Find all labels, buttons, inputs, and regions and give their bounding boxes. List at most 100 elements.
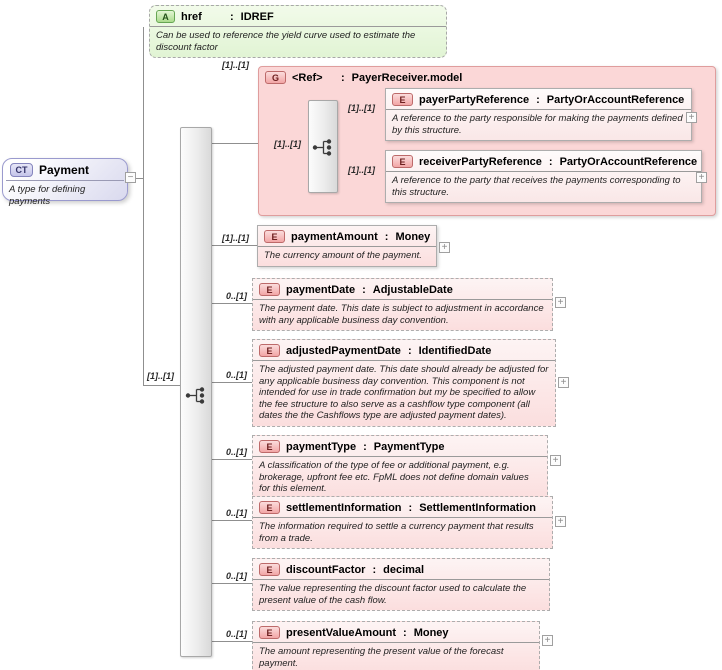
sequence-icon <box>312 139 332 156</box>
attribute-badge: A <box>156 10 175 23</box>
cardinality-label: [1]..[1] <box>147 371 174 381</box>
connector-line <box>212 143 258 144</box>
element-type: PaymentType <box>373 440 445 453</box>
expand-button[interactable]: + <box>555 516 566 527</box>
element-badge: E <box>392 93 413 106</box>
cardinality-label: 0..[1] <box>226 629 248 639</box>
group-header: G <Ref> : PayerReceiver.model <box>259 67 715 87</box>
element-badge: E <box>259 440 280 453</box>
connector-line <box>143 385 181 386</box>
colon-separator: : <box>341 71 345 84</box>
expand-button[interactable]: + <box>686 112 697 123</box>
complex-type-description: A type for defining payments <box>9 184 86 207</box>
element-description: The payment date. This date is subject t… <box>259 303 544 326</box>
attribute-type: IDREF <box>240 10 274 23</box>
element-settlementInformation[interactable]: E settlementInformation : SettlementInfo… <box>252 496 553 549</box>
element-name: settlementInformation <box>286 501 402 514</box>
expand-button[interactable]: + <box>439 242 450 253</box>
element-header: E settlementInformation : SettlementInfo… <box>253 497 552 518</box>
cardinality-label: [1]..[1] <box>274 139 301 149</box>
attribute-box-href[interactable]: A href : IDREF Can be used to reference … <box>149 5 447 58</box>
element-type: PartyOrAccountReference <box>559 155 698 168</box>
element-presentValueAmount[interactable]: E presentValueAmount : Money The amount … <box>252 621 540 670</box>
colon-separator: : <box>230 10 234 23</box>
element-badge: E <box>259 283 280 296</box>
cardinality-label: 0..[1] <box>226 571 248 581</box>
element-header: E presentValueAmount : Money <box>253 622 539 643</box>
collapse-button[interactable]: − <box>125 172 136 183</box>
attribute-name: href <box>181 10 202 23</box>
element-description: The value representing the discount fact… <box>259 583 527 606</box>
element-badge: E <box>259 563 280 576</box>
element-payerPartyReference[interactable]: E payerPartyReference : PartyOrAccountRe… <box>385 88 692 141</box>
connector-line <box>136 178 144 179</box>
colon-separator: : <box>548 155 553 168</box>
element-type: IdentifiedDate <box>418 344 492 357</box>
group-type: PayerReceiver.model <box>351 71 463 84</box>
colon-separator: : <box>536 93 540 106</box>
connector-line <box>212 520 252 521</box>
cardinality-label: [1]..[1] <box>222 233 249 243</box>
element-type: Money <box>413 626 449 639</box>
attribute-description: Can be used to reference the yield curve… <box>156 30 416 53</box>
element-name: paymentType <box>286 440 357 453</box>
element-badge: E <box>259 501 280 514</box>
connector-line <box>212 382 252 383</box>
element-header: E paymentDate : AdjustableDate <box>253 279 552 300</box>
colon-separator: : <box>372 563 377 576</box>
element-name: adjustedPaymentDate <box>286 344 401 357</box>
element-receiverPartyReference[interactable]: E receiverPartyReference : PartyOrAccoun… <box>385 150 702 203</box>
group-badge: G <box>265 71 286 84</box>
connector-line <box>212 583 252 584</box>
group-name: <Ref> <box>292 71 323 84</box>
element-name: paymentDate <box>286 283 356 296</box>
element-description: A reference to the party that receives t… <box>392 175 681 198</box>
connector-line <box>143 27 144 385</box>
element-header: E paymentAmount : Money <box>258 226 436 247</box>
complex-type-badge: CT <box>10 163 33 177</box>
cardinality-label: [1]..[1] <box>348 103 375 113</box>
element-paymentDate[interactable]: E paymentDate : AdjustableDate The payme… <box>252 278 553 331</box>
colon-separator: : <box>408 501 413 514</box>
colon-separator: : <box>407 344 412 357</box>
element-badge: E <box>259 626 280 639</box>
element-type: AdjustableDate <box>372 283 453 296</box>
element-header: E paymentType : PaymentType <box>253 436 547 457</box>
element-description: The adjusted payment date. This date sho… <box>259 364 549 421</box>
cardinality-label: 0..[1] <box>226 447 248 457</box>
colon-separator: : <box>363 440 367 453</box>
element-type: PartyOrAccountReference <box>546 93 685 106</box>
colon-separator: : <box>362 283 366 296</box>
complex-type-header: CT Payment <box>6 159 124 181</box>
expand-button[interactable]: + <box>542 635 553 646</box>
element-name: presentValueAmount <box>286 626 397 639</box>
complex-type-box-payment[interactable]: CT Payment A type for defining payments <box>2 158 128 207</box>
element-description: The amount representing the present valu… <box>259 646 504 669</box>
element-header: E receiverPartyReference : PartyOrAccoun… <box>386 151 701 172</box>
cardinality-label: 0..[1] <box>226 508 248 518</box>
element-badge: E <box>259 344 280 357</box>
element-discountFactor[interactable]: E discountFactor : decimal The value rep… <box>252 558 550 611</box>
element-header: E discountFactor : decimal <box>253 559 549 580</box>
element-paymentType[interactable]: E paymentType : PaymentType A classifica… <box>252 435 548 500</box>
connector-line <box>212 641 252 642</box>
colon-separator: : <box>403 626 407 639</box>
element-adjustedPaymentDate[interactable]: E adjustedPaymentDate : IdentifiedDate T… <box>252 339 556 427</box>
sequence-icon <box>185 387 205 404</box>
element-name: receiverPartyReference <box>419 155 542 168</box>
expand-button[interactable]: + <box>550 455 561 466</box>
expand-button[interactable]: + <box>696 172 707 183</box>
cardinality-label: 0..[1] <box>226 370 248 380</box>
element-description: A classification of the type of fee or a… <box>259 460 529 494</box>
expand-button[interactable]: + <box>555 297 566 308</box>
element-type: decimal <box>383 563 425 576</box>
attribute-header: A href : IDREF <box>150 6 446 27</box>
element-paymentAmount[interactable]: E paymentAmount : Money The currency amo… <box>257 225 437 267</box>
expand-button[interactable]: + <box>558 377 569 388</box>
element-description: The currency amount of the payment. <box>264 250 422 261</box>
element-badge: E <box>264 230 285 243</box>
element-description: The information required to settle a cur… <box>259 521 534 544</box>
cardinality-label: 0..[1] <box>226 291 248 301</box>
element-badge: E <box>392 155 413 168</box>
